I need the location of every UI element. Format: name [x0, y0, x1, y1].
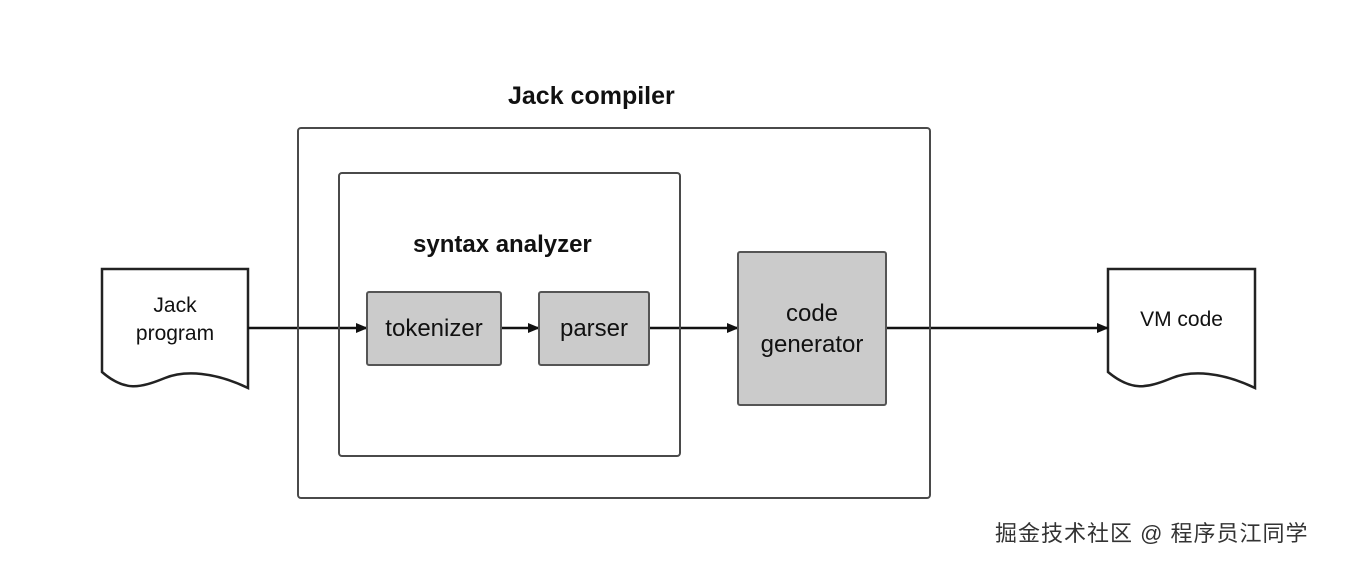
- parser-box: parser: [538, 291, 650, 366]
- jack-program-label-line1: Jack: [153, 294, 197, 317]
- vm-code-document-shape: [1106, 267, 1257, 390]
- jack-program-document-shape: [100, 267, 250, 390]
- syntax-analyzer-frame: [338, 172, 681, 457]
- code-generator-label-line2: generator: [760, 330, 864, 358]
- vm-code-label: VM code: [1140, 308, 1223, 331]
- code-generator-box: code generator: [737, 251, 887, 406]
- syntax-analyzer-title: syntax analyzer: [413, 231, 592, 258]
- code-generator-label-line1: code: [785, 299, 839, 327]
- jack-compiler-title: Jack compiler: [508, 82, 675, 110]
- jack-compiler-frame: [297, 127, 931, 499]
- tokenizer-box: tokenizer: [366, 291, 502, 366]
- jack-program-label: Jack program: [102, 292, 248, 348]
- watermark-text: 掘金技术社区 @ 程序员江同学: [995, 521, 1309, 546]
- tokenizer-label: tokenizer: [385, 315, 483, 342]
- jack-program-label-line2: program: [135, 322, 215, 345]
- parser-label: parser: [559, 315, 629, 342]
